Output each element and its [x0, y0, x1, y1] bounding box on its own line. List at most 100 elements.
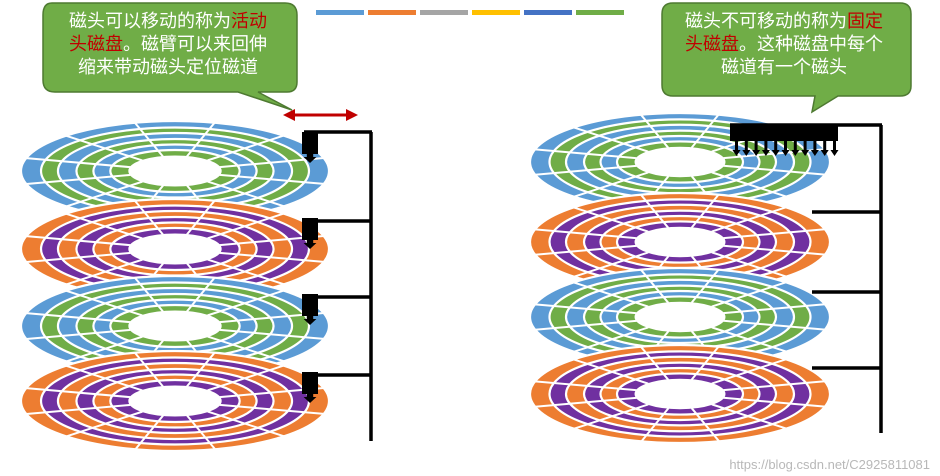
sector-line: [723, 228, 825, 240]
fixed-head: [744, 141, 748, 151]
sector-line: [219, 173, 324, 185]
right-callout-bubble: [661, 2, 912, 114]
right-platter-stack: [528, 111, 832, 445]
sector-line: [207, 258, 285, 286]
arrow-head-left: [283, 109, 295, 121]
platter: [528, 191, 832, 293]
sector-line: [186, 200, 216, 236]
sector-line: [207, 364, 285, 392]
sector-line: [26, 328, 131, 341]
fixed-head-comb: [730, 125, 839, 156]
sector-line: [207, 335, 285, 363]
sector-line: [690, 114, 720, 149]
left-head-arm-assembly: [302, 130, 373, 441]
left-callout-line2: 头磁盘。磁臂可以来回伸: [69, 34, 267, 55]
sector-line: [573, 126, 649, 153]
legend-bar: [420, 10, 468, 15]
sector-line: [690, 194, 720, 229]
read-write-head: [302, 132, 318, 163]
sector-line: [534, 148, 637, 160]
sector-line: [65, 410, 143, 438]
spindle-hole: [634, 301, 726, 333]
sector-line: [535, 244, 637, 256]
sector-line: [723, 164, 826, 176]
sector-line: [207, 410, 285, 438]
move-direction-arrow: [283, 109, 358, 121]
left-callout-line1: 磁头可以移动的称为活动: [69, 11, 267, 32]
sector-line: [573, 358, 649, 385]
spindle-hole: [634, 146, 726, 178]
right-head-arm-assembly: [730, 123, 883, 433]
left-callout-text: 磁头可以移动的称为活动 头磁盘。磁臂可以来回伸 缩来带动磁头定位磁道: [52, 10, 284, 79]
sector-line: [711, 281, 787, 308]
right-callout-line1: 磁头不可移动的称为固定: [685, 11, 883, 32]
legend-bar: [576, 10, 624, 15]
sector-line: [534, 380, 637, 392]
sector-line: [573, 251, 649, 278]
sector-line: [65, 180, 143, 208]
sector-line: [535, 164, 637, 176]
sector-line: [573, 326, 649, 353]
sector-line: [134, 122, 164, 158]
platter: [19, 274, 331, 378]
platter: [19, 349, 331, 453]
sector-line: [65, 134, 143, 162]
sector-line: [207, 212, 285, 240]
platter: [528, 343, 832, 445]
sector-line: [711, 326, 787, 353]
sector-line: [65, 335, 143, 363]
left-callout-bubble: [42, 2, 298, 111]
right-callout-text: 磁头不可移动的称为固定 头磁盘。这种磁盘中每个 磁道有一个磁头: [666, 10, 902, 79]
sector-line: [535, 319, 637, 331]
left-platter-stack: [19, 119, 331, 453]
right-callout-line2: 头磁盘。这种磁盘中每个: [685, 34, 883, 55]
sector-line: [186, 122, 216, 158]
sector-line: [207, 289, 285, 317]
fixed-head: [823, 141, 827, 151]
fixed-head: [833, 141, 836, 151]
read-write-head: [302, 372, 318, 403]
fixed-head: [784, 141, 787, 151]
fixed-head: [764, 141, 768, 151]
sector-line: [186, 352, 216, 388]
spindle-hole: [128, 233, 222, 265]
sector-line: [186, 414, 216, 450]
sector-line: [690, 407, 720, 442]
sector-line: [26, 387, 131, 399]
platter: [528, 266, 832, 368]
sector-line: [134, 277, 164, 313]
sector-line: [219, 328, 324, 340]
sector-line: [690, 346, 720, 381]
spindle-hole: [128, 310, 222, 342]
legend-bar: [316, 10, 364, 15]
sector-line: [711, 251, 787, 278]
callout-bubbles: [42, 2, 912, 114]
sector-line: [65, 289, 143, 317]
spindle-hole: [634, 378, 726, 410]
sector-line: [65, 212, 143, 240]
sector-line: [640, 194, 670, 229]
sector-line: [573, 403, 649, 430]
fixed-head: [774, 141, 778, 151]
sector-line: [573, 206, 649, 233]
sector-line: [26, 251, 131, 264]
right-callout-line3: 磁道有一个磁头: [721, 57, 847, 78]
fixed-head: [813, 141, 817, 151]
sector-line: [207, 180, 285, 208]
sector-line: [134, 352, 164, 388]
sector-line: [26, 173, 131, 186]
sector-line: [640, 114, 670, 149]
sector-line: [535, 396, 637, 408]
sector-line: [711, 171, 787, 198]
sector-line: [723, 319, 826, 331]
spindle-hole: [634, 226, 726, 258]
sector-line: [711, 358, 787, 385]
sector-line: [534, 303, 637, 315]
sector-line: [723, 303, 825, 315]
sector-line: [534, 228, 637, 240]
sector-line: [573, 281, 649, 308]
sector-line: [186, 277, 216, 313]
sector-line: [26, 403, 131, 416]
sector-line: [711, 206, 787, 233]
